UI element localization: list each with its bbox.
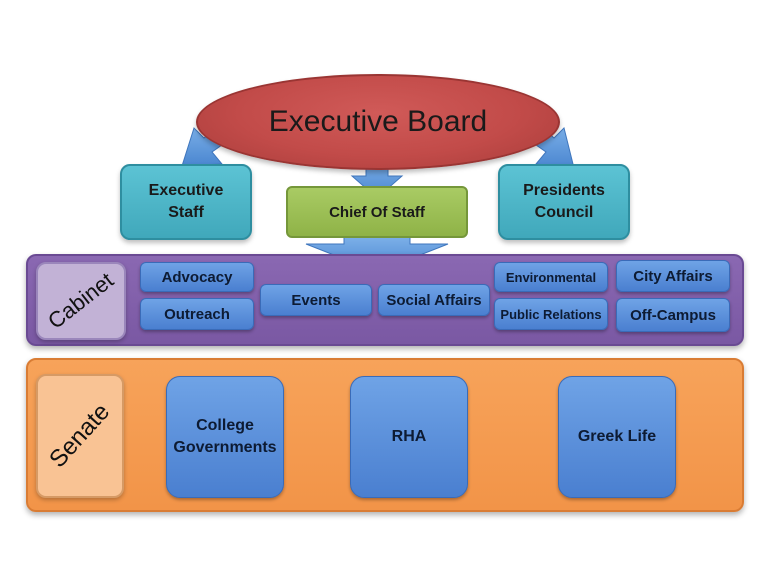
- environmental-label: Environmental: [505, 269, 597, 285]
- city-affairs-label: City Affairs: [633, 267, 713, 285]
- social-affairs-label: Social Affairs: [386, 291, 482, 309]
- cabinet-label-box: Cabinet: [36, 262, 126, 340]
- public-relations-box: Public Relations: [494, 298, 608, 330]
- executive-board: Executive Board: [196, 74, 560, 170]
- greek-life-label: Greek Life: [577, 428, 657, 445]
- events-label: Events: [291, 291, 341, 309]
- executive-staff-line-2: Staff: [168, 204, 204, 221]
- advocacy-box: Advocacy: [140, 262, 254, 292]
- presidents-council-line-2: Council: [534, 204, 594, 221]
- greek-life-box: Greek Life: [558, 376, 676, 498]
- off-campus-label: Off-Campus: [630, 306, 716, 324]
- executive-staff-line-1: Executive: [148, 182, 224, 199]
- social-affairs-box: Social Affairs: [378, 284, 490, 316]
- chief-of-staff-label: Chief Of Staff: [329, 203, 425, 221]
- presidents-council-line-1: Presidents: [523, 182, 605, 199]
- college-governments-box: College Governments: [166, 376, 284, 498]
- executive-board-label: Executive Board: [268, 105, 488, 138]
- off-campus-box: Off-Campus: [616, 298, 730, 332]
- outreach-box: Outreach: [140, 298, 254, 330]
- college-governments-line-1: College: [196, 417, 254, 434]
- chief-of-staff-box: Chief Of Staff: [286, 186, 468, 238]
- senate-label: Senate: [44, 398, 116, 473]
- outreach-label: Outreach: [164, 305, 230, 323]
- rha-label: RHA: [391, 428, 427, 445]
- events-box: Events: [260, 284, 372, 316]
- city-affairs-box: City Affairs: [616, 260, 730, 292]
- rha-box: RHA: [350, 376, 468, 498]
- environmental-box: Environmental: [494, 262, 608, 292]
- college-governments-line-2: Governments: [173, 439, 277, 456]
- executive-staff-box: Executive Staff: [120, 164, 252, 240]
- advocacy-label: Advocacy: [161, 268, 233, 286]
- cabinet-label: Cabinet: [43, 267, 119, 334]
- presidents-council-box: Presidents Council: [498, 164, 630, 240]
- senate-label-box: Senate: [36, 374, 124, 498]
- public-relations-label: Public Relations: [500, 306, 602, 322]
